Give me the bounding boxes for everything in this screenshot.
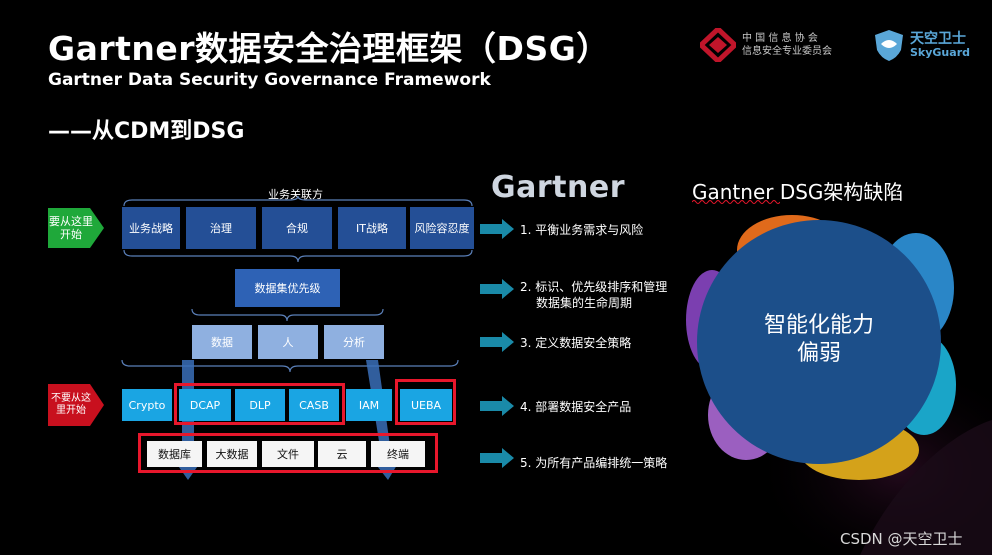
row4-casb: CASB xyxy=(289,389,339,421)
step2-text-continued: 数据集的生命周期 xyxy=(536,296,633,310)
row5-endpoint: 终端 xyxy=(371,441,425,467)
watermark: CSDN @天空卫士 xyxy=(840,530,963,548)
row1-risk-tolerance: 风险容忍度 xyxy=(410,207,474,249)
row1-it-strategy: IT战略 xyxy=(338,207,406,249)
step4-arrow-icon xyxy=(480,396,514,416)
step4-text: 4. 部署数据安全产品 xyxy=(520,400,632,414)
step5-text: 5. 为所有产品编排统一策略 xyxy=(520,456,668,470)
row4-iam: IAM xyxy=(346,389,392,421)
dont-start-label: 不要从这里开始 xyxy=(51,393,91,416)
row2-dataset-priority: 数据集优先级 xyxy=(235,269,340,307)
step1-arrow-icon xyxy=(480,219,514,239)
highlight-frame-dcap-casb xyxy=(174,383,345,425)
dont-start-arrow xyxy=(48,384,104,426)
row3-people: 人 xyxy=(258,325,318,359)
stakeholder-brace xyxy=(123,196,473,207)
association-logo-icon xyxy=(700,28,736,62)
page-title: Gartner数据安全治理框架（DSG） xyxy=(48,29,610,68)
section-title: ——从CDM到DSG xyxy=(48,119,245,144)
start-here-label: 要从这里开始 xyxy=(49,215,93,241)
highlight-frame-row5 xyxy=(138,433,438,473)
capability-circle-graphic xyxy=(686,215,956,480)
step2-arrow-icon xyxy=(480,279,514,299)
row5-cloud: 云 xyxy=(318,441,366,467)
row5-file: 文件 xyxy=(262,441,314,467)
row1-brace xyxy=(123,250,473,262)
skyguard-name-cn: 天空卫士 xyxy=(910,31,966,47)
page-subtitle: Gartner Data Security Governance Framewo… xyxy=(48,70,491,90)
stakeholder-label: 业务关联方 xyxy=(268,188,323,201)
skyguard-shield-icon xyxy=(875,30,903,61)
start-here-arrow xyxy=(48,208,104,248)
circle-text-line2: 偏弱 xyxy=(796,341,841,366)
row1-business-strategy: 业务战略 xyxy=(122,207,180,249)
row3-analysis: 分析 xyxy=(324,325,384,359)
step5-arrow-icon xyxy=(480,448,514,468)
row5-database: 数据库 xyxy=(147,441,202,467)
step3-arrow-icon xyxy=(480,332,514,352)
step2-text: 2. 标识、优先级排序和管理 xyxy=(520,280,668,294)
row4-dcap: DCAP xyxy=(179,389,231,421)
association-name-line1: 中 国 信 息 协 会 xyxy=(742,33,818,44)
row4-ueba: UEBA xyxy=(400,389,452,421)
step3-text: 3. 定义数据安全策略 xyxy=(520,336,632,350)
row4-crypto: Crypto xyxy=(122,389,172,421)
association-name-line2: 信息安全专业委员会 xyxy=(742,46,832,57)
row3-brace xyxy=(121,360,459,372)
highlight-frame-ueba xyxy=(395,379,456,425)
spellcheck-underline xyxy=(692,200,780,204)
row1-governance: 治理 xyxy=(186,207,256,249)
skyguard-name-en: SkyGuard xyxy=(910,46,970,59)
row2-brace xyxy=(191,309,384,321)
row1-compliance: 合规 xyxy=(262,207,332,249)
gartner-wordmark: Gartner xyxy=(491,170,626,205)
step1-text: 1. 平衡业务需求与风险 xyxy=(520,223,644,237)
row5-big-data: 大数据 xyxy=(207,441,257,467)
circle-text-line1: 智能化能力 xyxy=(763,313,874,338)
dsg-defect-heading: Gantner DSG架构缺陷 xyxy=(692,180,904,204)
row3-data: 数据 xyxy=(192,325,252,359)
row4-dlp: DLP xyxy=(235,389,285,421)
